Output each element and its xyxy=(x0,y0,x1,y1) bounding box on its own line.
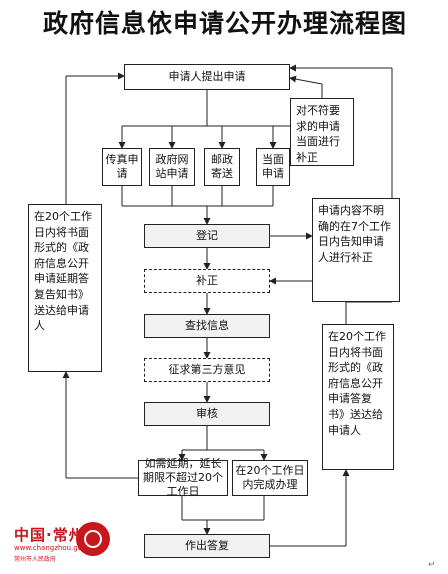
page-title: 政府信息依申请公开办理流程图 xyxy=(42,9,407,38)
right-note: 在20个工作日内将书面形式的《政府信息公开申请答复书》送达给申请人 xyxy=(322,324,394,470)
improper-request-note: 对不符要求的申请当面进行补正 xyxy=(290,98,354,166)
logo-seal-icon xyxy=(76,522,110,556)
third-party-opinion-node: 征求第三方意见 xyxy=(144,358,270,382)
extension-needed-node: 如需延期，延长期限不超过20个工作日 xyxy=(138,457,228,498)
applicant-submits-node: 申请人提出申请 xyxy=(124,64,290,90)
within-20-days-node: 在20个工作日内完成办理 xyxy=(232,460,308,496)
changzhou-logo: 中国·常州 www.changzhou.gov.cn 常州市人民政府 xyxy=(2,518,120,574)
logo-name: 中国·常州 xyxy=(14,526,85,544)
channel-inperson-node: 当面申请 xyxy=(256,148,290,186)
channel-website-node: 政府网站申请 xyxy=(149,148,195,186)
logo-sub: 常州市人民政府 xyxy=(14,556,57,563)
unclear-request-note: 申请内容不明确的在7个工作日内告知申请人进行补正 xyxy=(312,198,400,302)
channel-fax-node: 传真申请 xyxy=(102,148,142,186)
reply-node: 作出答复 xyxy=(144,534,270,558)
left-note: 在20个工作日内将书面形式的《政府信息公开申请延期答复告知书》送达给申请人 xyxy=(28,204,102,372)
corner-mark: ↵ xyxy=(428,560,436,570)
channel-mail-node: 邮政寄送 xyxy=(204,148,240,186)
search-info-node: 查找信息 xyxy=(144,314,270,338)
review-node: 审核 xyxy=(144,402,270,426)
register-node: 登记 xyxy=(144,224,270,248)
logo-url: www.changzhou.gov.cn xyxy=(14,544,97,552)
supplement-node: 补正 xyxy=(144,269,270,293)
